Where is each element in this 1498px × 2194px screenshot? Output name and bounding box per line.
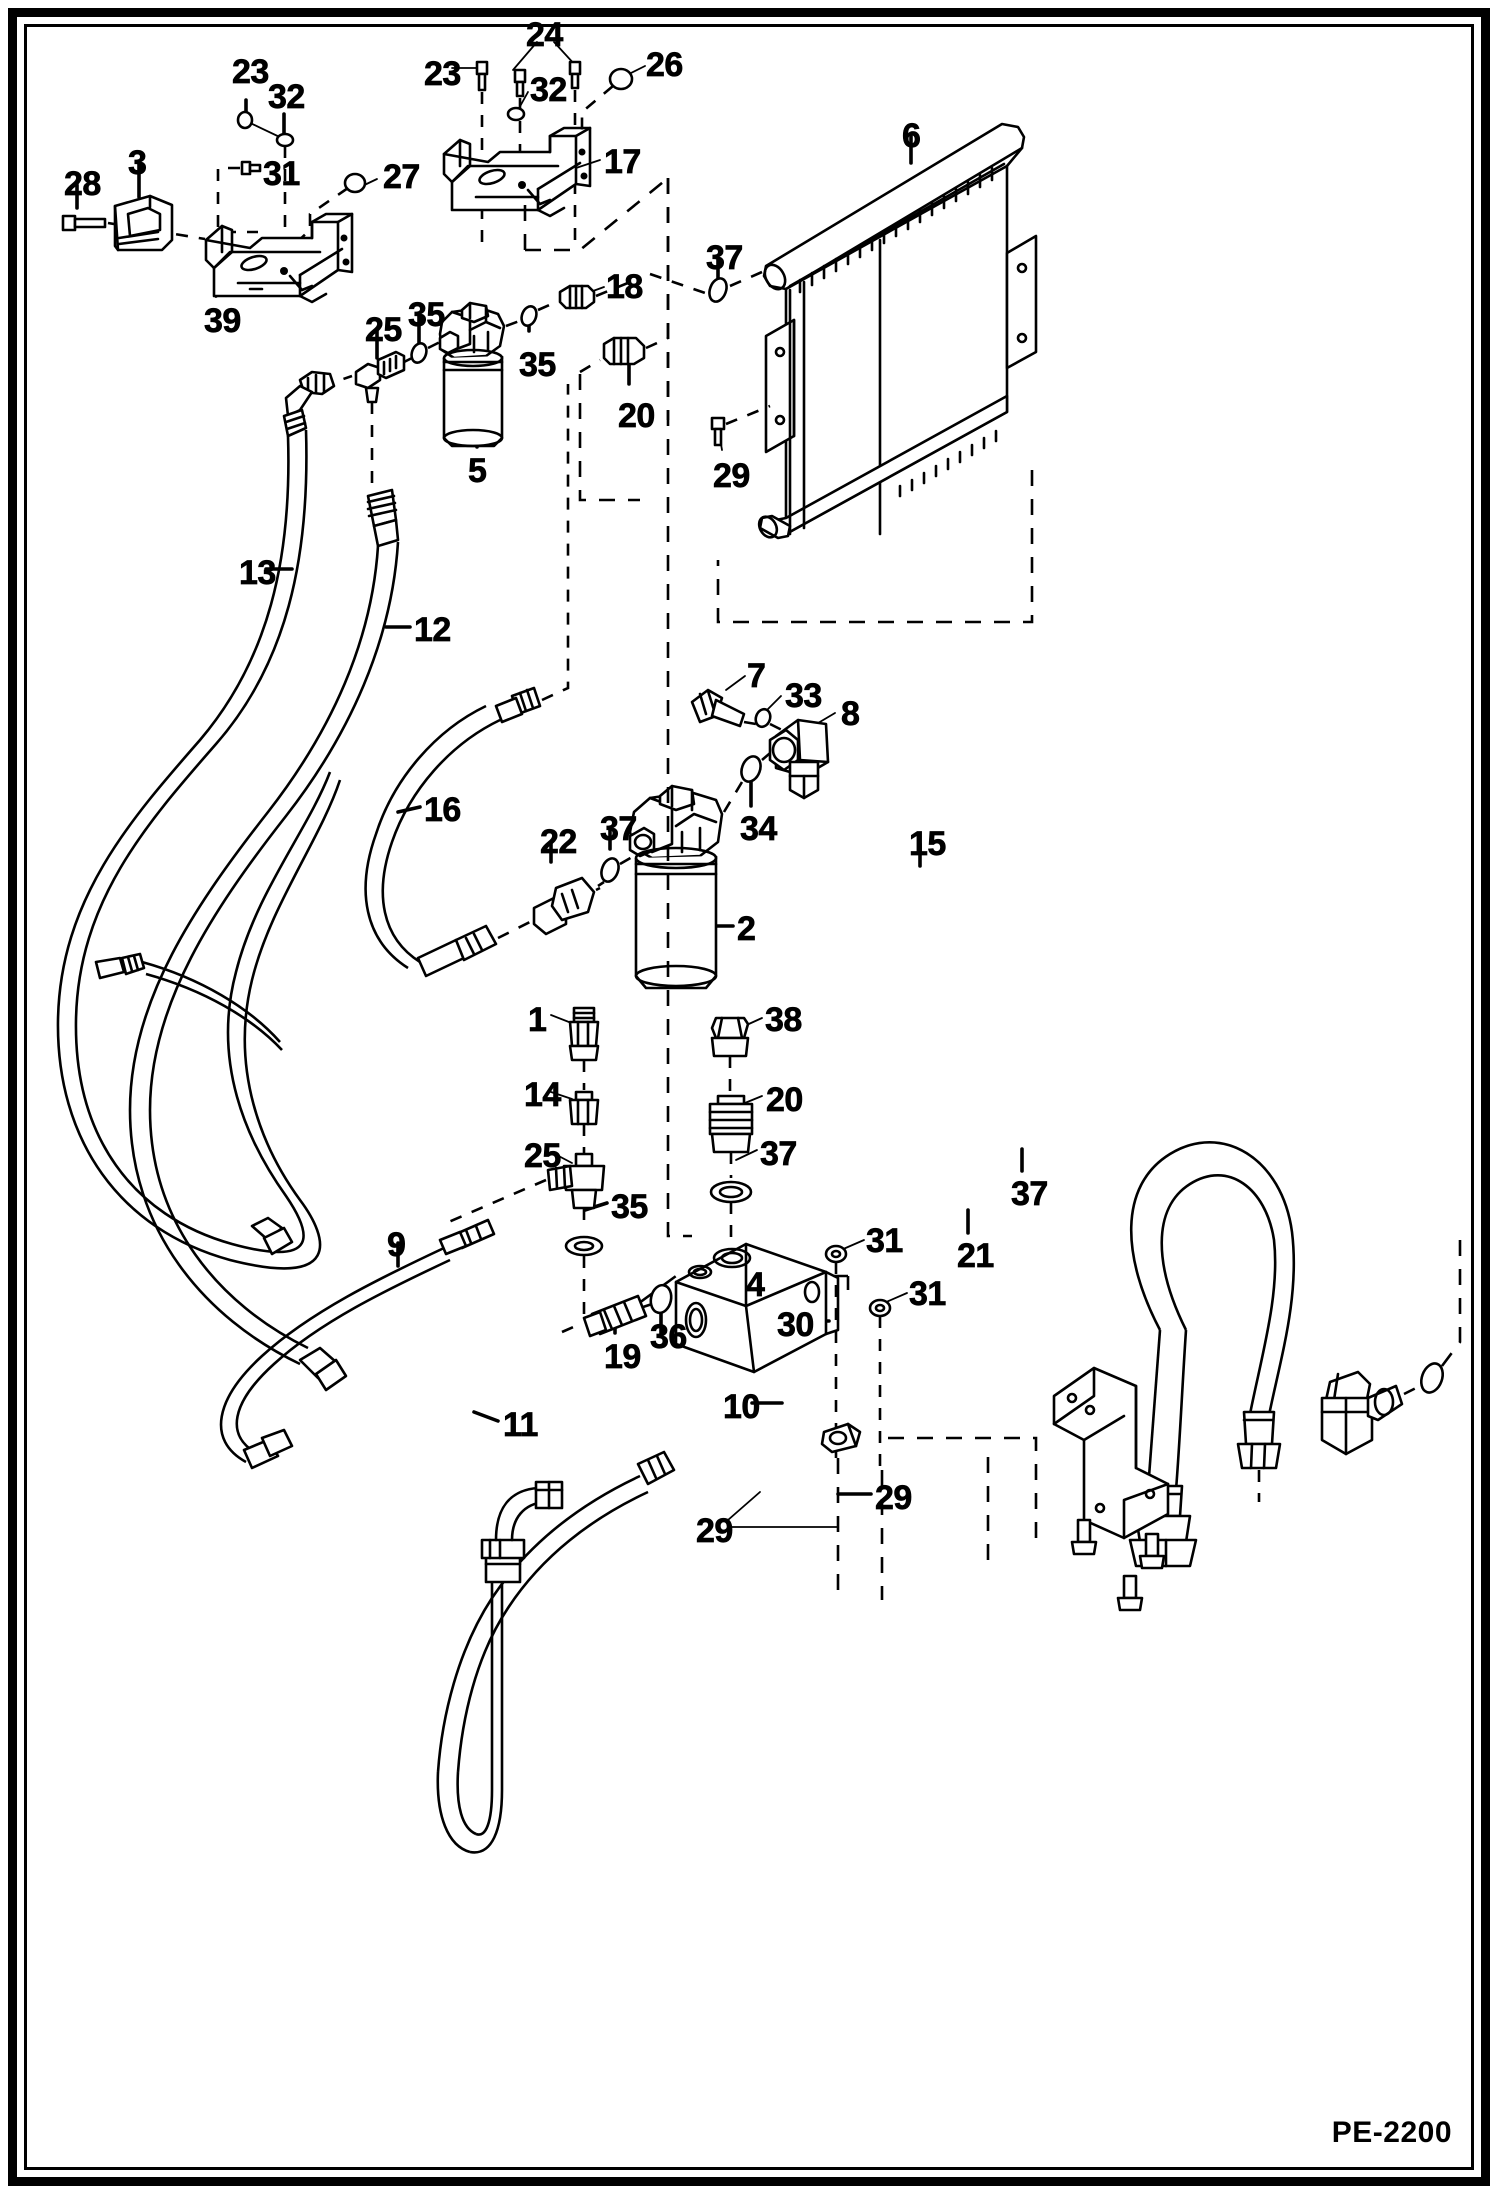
callout-20-b: 20 [766,1081,804,1119]
callout-17: 17 [604,143,642,181]
callout-25: 25 [365,311,403,349]
callout-14: 14 [524,1076,562,1114]
callout-23: 23 [232,53,270,91]
callout-32: 32 [268,78,306,116]
callout-24: 24 [526,16,564,54]
callout-37-d: 37 [1011,1175,1049,1213]
callout-34: 34 [740,810,778,848]
callout-31-c: 31 [909,1275,947,1313]
callout-21: 21 [957,1237,995,1275]
callout-1: 1 [528,1001,548,1039]
callout-2: 2 [737,910,757,948]
callout-33: 33 [785,677,823,715]
callout-7: 7 [747,657,767,695]
callout-31: 31 [263,155,301,193]
callout-37: 37 [706,239,744,277]
callout-35: 35 [408,296,446,334]
callout-27: 27 [383,158,421,196]
callout-26: 26 [646,46,684,84]
callout-23-b: 23 [424,55,462,93]
callout-13: 13 [239,554,277,592]
callout-37-b: 37 [600,810,638,848]
callout-38: 38 [765,1001,803,1039]
callout-31-b: 31 [866,1222,904,1260]
callout-9: 9 [387,1226,407,1264]
callout-11: 11 [503,1406,539,1444]
callout-22: 22 [540,823,578,861]
callout-36: 36 [650,1318,688,1356]
page-border-inner [24,24,1474,2170]
callout-5: 5 [468,452,488,490]
callout-29: 29 [713,457,751,495]
callout-25-b: 25 [524,1137,562,1175]
callout-39: 39 [204,302,242,340]
callout-29-b: 29 [875,1479,913,1517]
callout-32-b: 32 [530,71,568,109]
callout-18: 18 [606,268,644,306]
callout-37-c: 37 [760,1135,798,1173]
callout-3: 3 [128,144,148,182]
callout-6: 6 [902,117,922,155]
callout-30: 30 [777,1306,815,1344]
sheet-code-label: PE-2200 [1331,2116,1452,2149]
callout-20: 20 [618,397,656,435]
callout-35-b: 35 [519,346,557,384]
callout-8: 8 [841,695,861,733]
callout-16: 16 [424,791,462,829]
callout-4: 4 [746,1266,766,1304]
callout-15: 15 [909,825,947,863]
callout-28: 28 [64,165,102,203]
page-border-outer [8,8,1490,2186]
callout-35-c: 35 [611,1188,649,1226]
callout-12: 12 [414,611,452,649]
callout-19: 19 [604,1338,642,1376]
callout-29-c: 29 [696,1512,734,1550]
callout-10: 10 [723,1388,761,1426]
